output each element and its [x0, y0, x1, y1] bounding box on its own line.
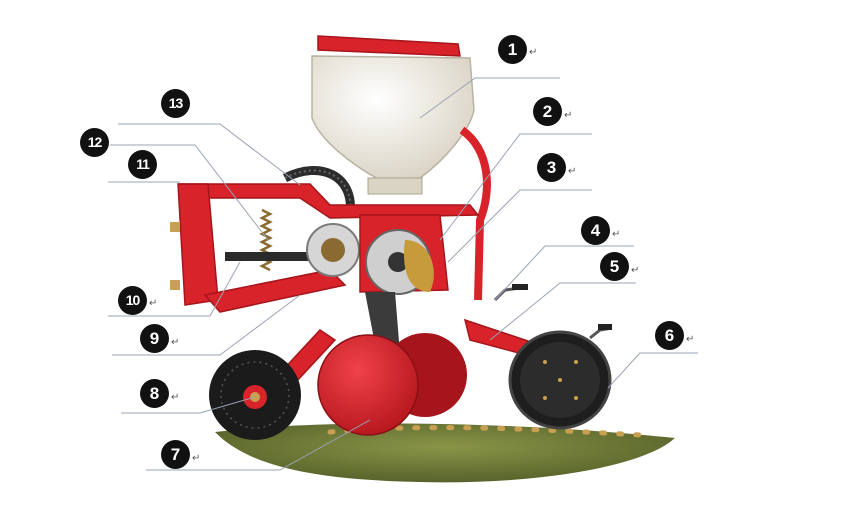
return-mark-5: ↵ — [631, 265, 640, 276]
callout-6: 6 — [655, 321, 684, 350]
return-mark-6: ↵ — [686, 334, 695, 345]
seed-pile — [404, 240, 434, 292]
seed-hopper — [311, 55, 475, 181]
return-mark-8: ↵ — [171, 392, 180, 403]
hitch-plate — [177, 183, 219, 306]
opener-disc-front — [317, 334, 419, 436]
rear-frame-tube — [459, 126, 491, 301]
leader-lines — [108, 77, 698, 471]
callout-8: 8 — [140, 379, 169, 408]
callout-11: 11 — [128, 150, 157, 179]
soil-ground — [215, 423, 675, 483]
callout-13: 13 — [161, 89, 190, 118]
return-mark-9: ↵ — [171, 337, 180, 348]
callout-5: 5 — [600, 252, 629, 281]
callout-9: 9 — [140, 324, 169, 353]
return-mark-4: ↵ — [612, 229, 621, 240]
return-mark-2: ↵ — [564, 110, 573, 121]
callout-1: 1 — [498, 35, 527, 64]
return-mark-3: ↵ — [568, 166, 577, 177]
callout-2: 2 — [533, 97, 562, 126]
main-frame — [177, 183, 480, 219]
callout-4: 4 — [581, 216, 610, 245]
lower-arm — [203, 269, 347, 313]
callout-12: 12 — [80, 128, 109, 157]
hopper-lid — [317, 35, 461, 57]
return-mark-10: ↵ — [149, 298, 158, 309]
return-mark-7: ↵ — [192, 453, 201, 464]
callout-10: 10 — [118, 286, 147, 315]
callout-3: 3 — [537, 153, 566, 182]
drive-shaft — [225, 252, 325, 261]
hopper-neck — [367, 177, 423, 195]
return-mark-1: ↵ — [529, 47, 538, 58]
callout-7: 7 — [161, 440, 190, 469]
